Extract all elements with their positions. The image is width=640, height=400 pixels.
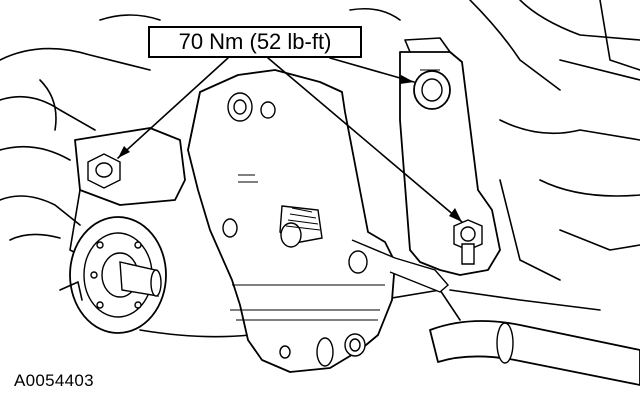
bolt-lower-right	[453, 219, 483, 265]
figure-id-label: A0054403	[14, 371, 94, 390]
bolt-left	[87, 153, 121, 189]
bolt-top-right	[413, 70, 451, 110]
callout-leaders	[117, 57, 463, 223]
hose	[429, 320, 640, 386]
arrowheads	[118, 75, 462, 222]
center-stud	[279, 205, 323, 248]
torque-callout-label: 70 Nm (52 lb-ft)	[148, 26, 362, 58]
pulley	[59, 216, 167, 334]
rear-bracket	[399, 37, 501, 276]
